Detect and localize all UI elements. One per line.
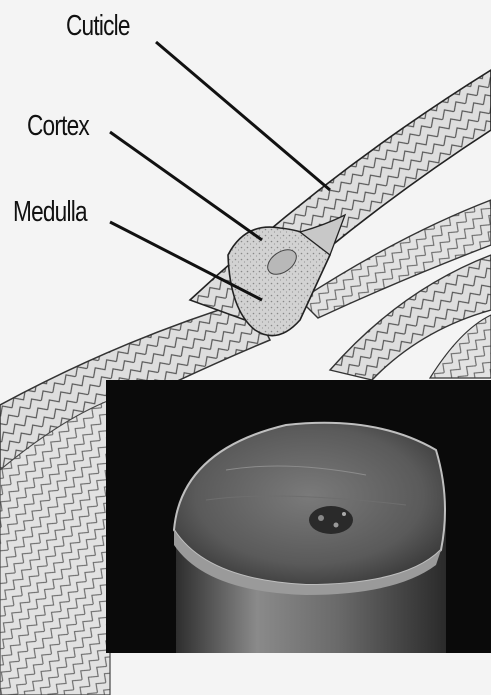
label-medulla: Medulla bbox=[13, 196, 87, 229]
cuticle-leader-line bbox=[156, 42, 330, 190]
micrograph-inset bbox=[106, 380, 491, 653]
label-cuticle: Cuticle bbox=[66, 10, 130, 43]
micrograph-image bbox=[106, 380, 491, 653]
cortex-leader-line bbox=[110, 132, 262, 240]
label-cortex: Cortex bbox=[27, 110, 89, 143]
medulla-pore bbox=[309, 506, 353, 534]
